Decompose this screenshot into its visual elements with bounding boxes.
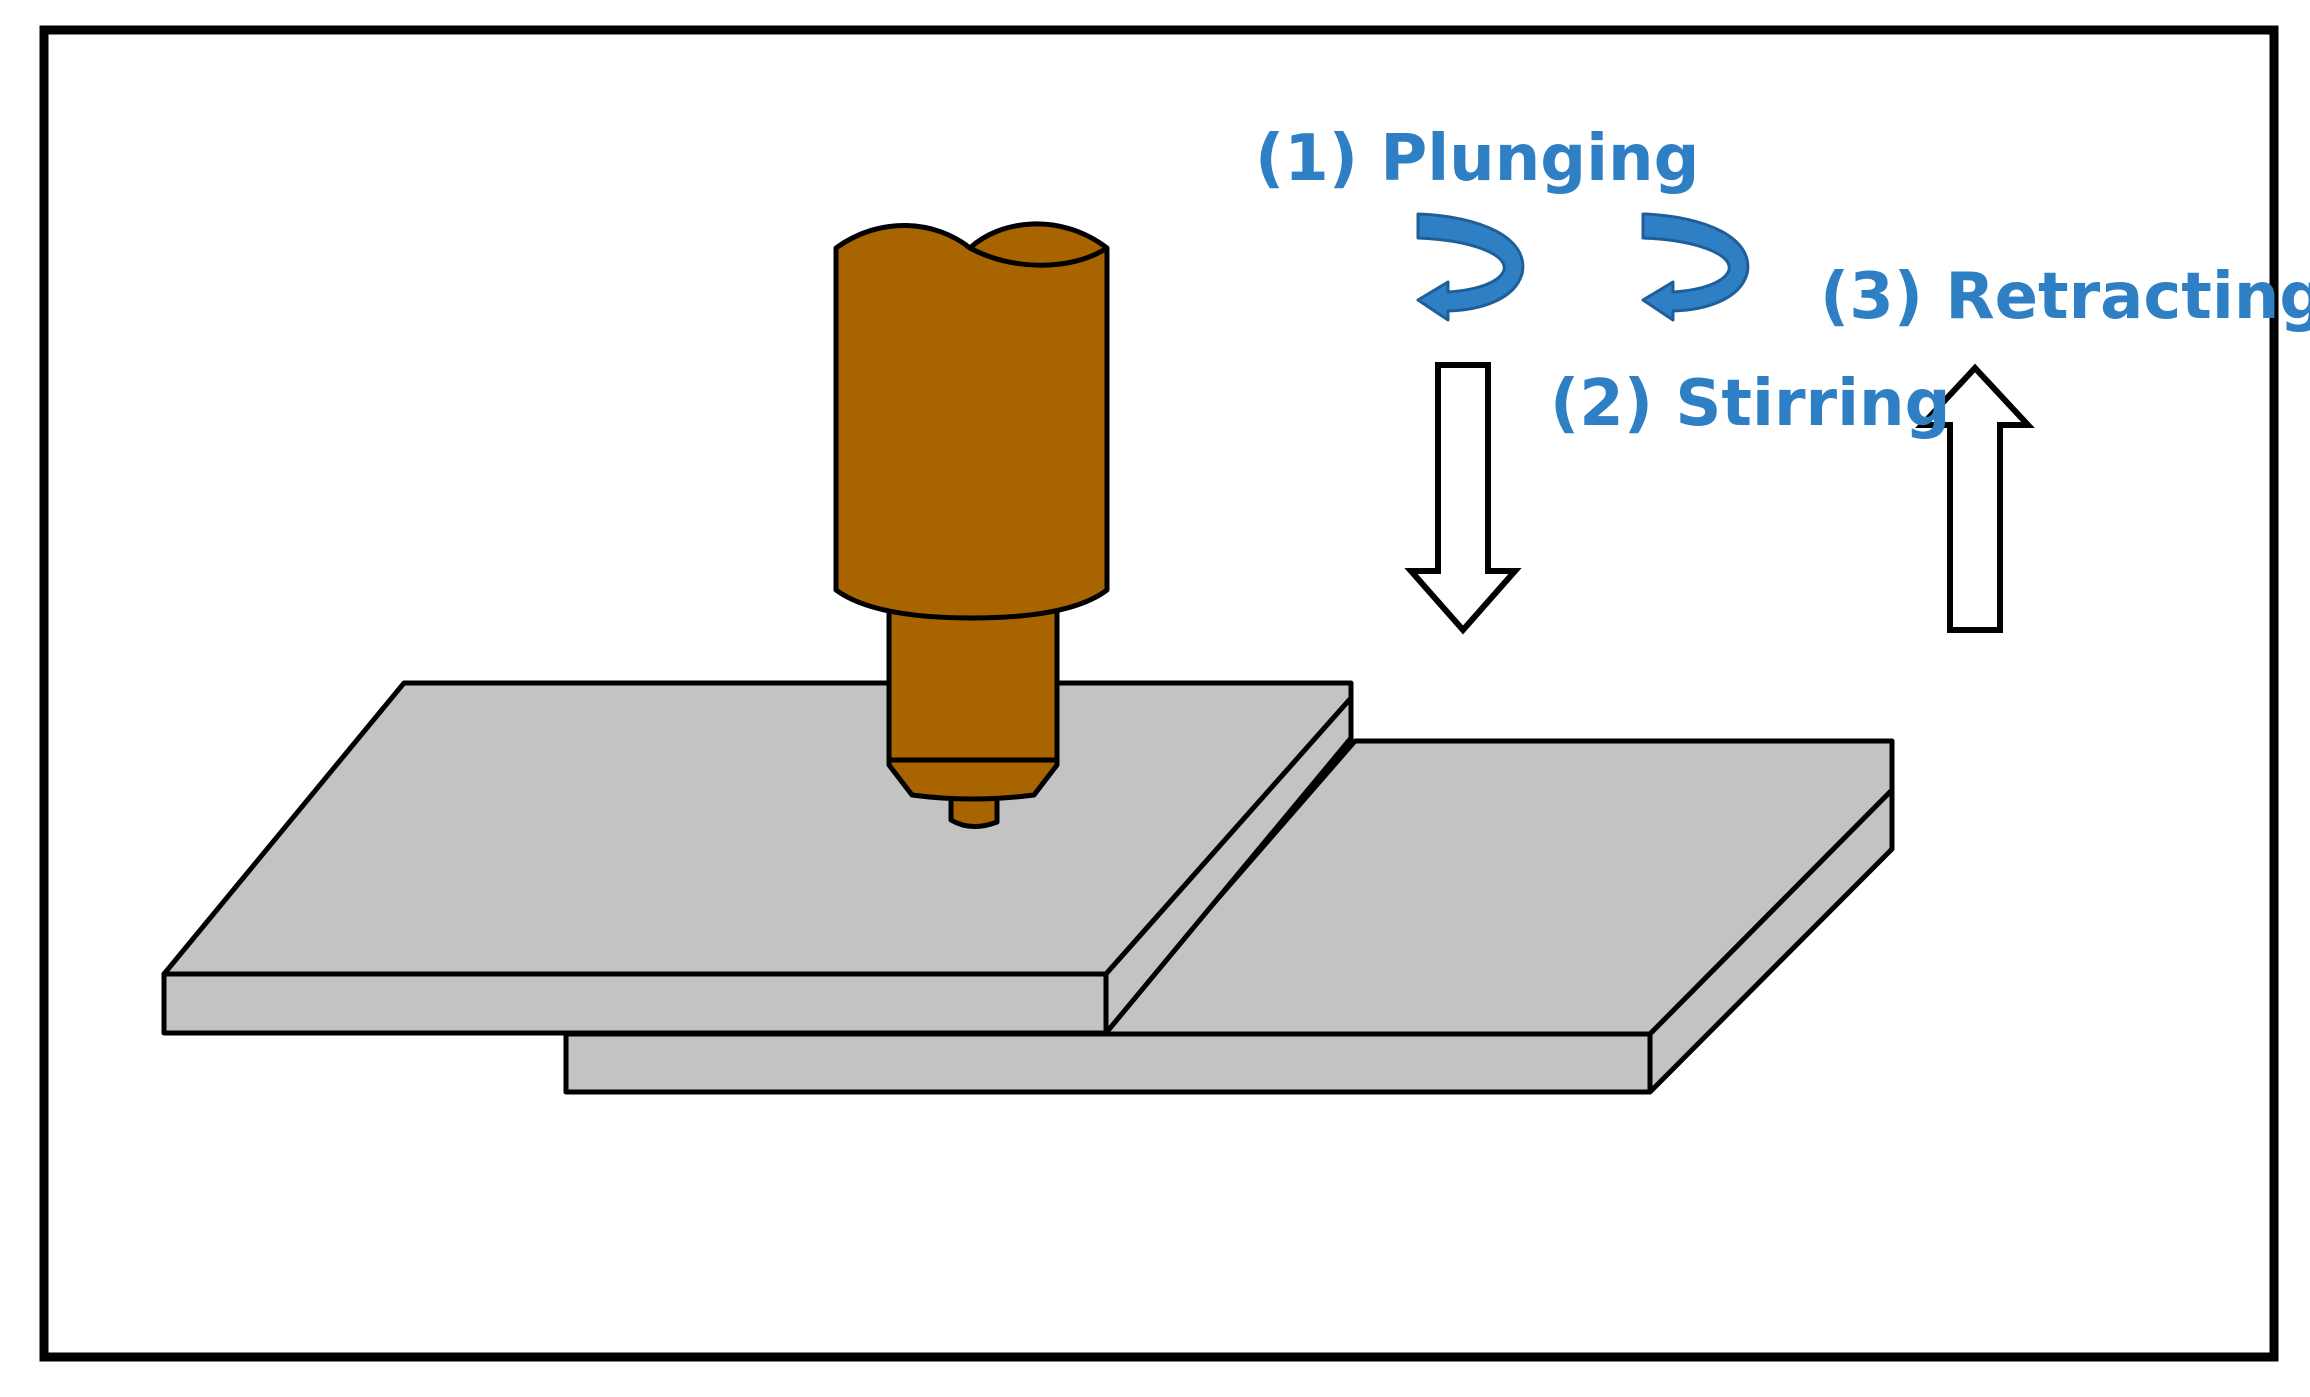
label-retracting: (3) Retracting <box>1820 260 2310 334</box>
rotation-arrow-right <box>1641 212 1750 322</box>
tool-neck <box>886 605 1060 763</box>
up-arrow-icon <box>1915 363 2035 633</box>
label-plunging: (1) Plunging <box>1255 122 1699 196</box>
lower-plate <box>563 738 1895 1095</box>
lower-plate-front-face <box>563 1031 1653 1095</box>
down-arrow-icon <box>1404 362 1522 635</box>
rotation-arrow-left-icon <box>1416 212 1525 322</box>
rotating-tool <box>833 221 1110 829</box>
tool-shank <box>833 221 1110 621</box>
label-stirring: (2) Stirring <box>1550 367 1950 441</box>
upper-plate-side-face <box>1103 695 1354 1036</box>
tool-shoulder <box>886 749 1060 802</box>
upper-plate-front-face <box>161 971 1109 1036</box>
rotation-arrow-left <box>1416 212 1525 322</box>
tool-shank-top-edge <box>968 245 1109 268</box>
rotation-arrow-right-icon <box>1641 212 1750 322</box>
lower-plate-side-face <box>1647 787 1895 1095</box>
